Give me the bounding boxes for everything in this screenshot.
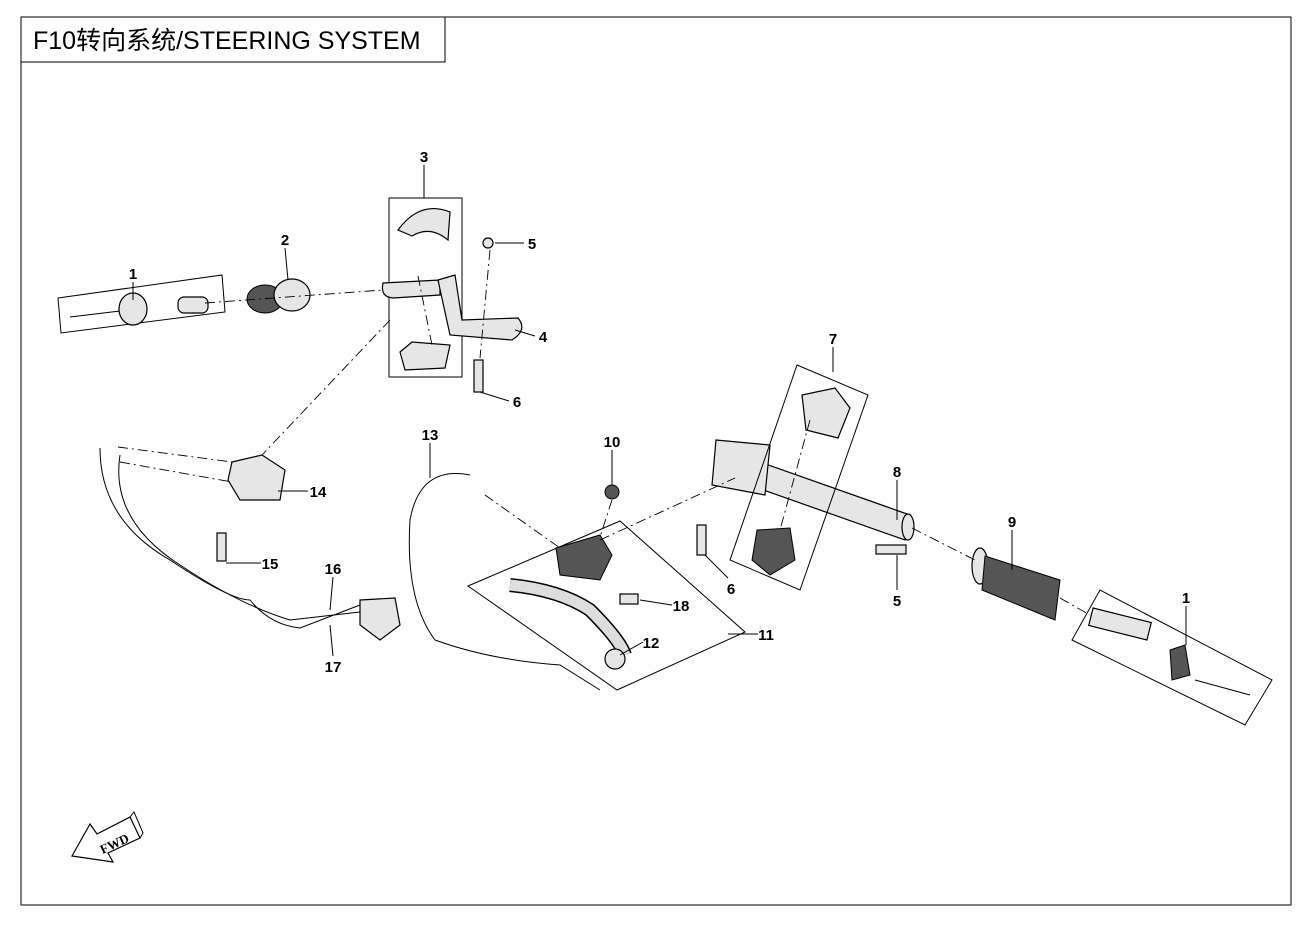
callout-11: 11 (758, 627, 774, 644)
drawing-frame (20, 16, 1292, 906)
part-3-switch-housing[interactable] (388, 197, 463, 378)
callout-6-top: 6 (513, 394, 521, 411)
part-6-bolt-right[interactable] (696, 524, 707, 556)
callout-4: 4 (539, 329, 548, 346)
callout-16: 16 (325, 561, 342, 578)
part-1-right-bar-end-kit[interactable] (1071, 589, 1273, 726)
callout-labels: 1 2 3 4 5 6 7 8 9 1 5 6 10 11 12 13 14 1… (129, 149, 1190, 676)
part-15-bolt[interactable] (216, 532, 227, 562)
callout-17: 17 (325, 659, 342, 676)
callout-1-right: 1 (1182, 590, 1190, 607)
part-6-bolt[interactable] (473, 359, 484, 393)
part-9-grip[interactable] (971, 547, 1061, 621)
callout-10: 10 (604, 434, 621, 451)
callout-5-right: 5 (893, 593, 901, 610)
callout-7: 7 (829, 331, 837, 348)
part-5-nut[interactable] (482, 237, 494, 249)
title-block: F10转向系统/STEERING SYSTEM (21, 17, 446, 63)
part-8-handlebar[interactable] (711, 439, 915, 541)
part-10-cap[interactable] (604, 484, 620, 500)
leader-lines (132, 165, 1187, 657)
part-14-throttle-housing[interactable] (227, 454, 286, 501)
callout-13: 13 (422, 427, 439, 444)
diagram-title: F10转向系统/STEERING SYSTEM (33, 27, 421, 55)
callout-8: 8 (893, 464, 901, 481)
part-4-bracket[interactable] (381, 274, 523, 341)
callout-14: 14 (310, 484, 327, 501)
callout-6-right: 6 (727, 581, 735, 598)
callout-3: 3 (420, 149, 428, 166)
part-13-clutch-cable[interactable] (408, 473, 601, 691)
callout-15: 15 (262, 556, 279, 573)
callout-18: 18 (673, 598, 690, 615)
fwd-arrow-icon: FWD (71, 811, 144, 863)
callout-12: 12 (643, 635, 660, 652)
callout-5-top: 5 (528, 236, 536, 253)
part-11-clutch-lever-kit[interactable] (466, 520, 746, 691)
assembly-lines (117, 249, 1091, 616)
part-16-17-throttle-cables[interactable] (99, 447, 401, 641)
callout-2: 2 (281, 232, 289, 249)
part-7-switch-assembly[interactable] (729, 364, 869, 591)
part-1-left-bar-end-kit[interactable] (57, 274, 226, 334)
part-5-bolt-right[interactable] (875, 544, 907, 555)
callout-1-left: 1 (129, 266, 137, 283)
callout-9: 9 (1008, 514, 1016, 531)
